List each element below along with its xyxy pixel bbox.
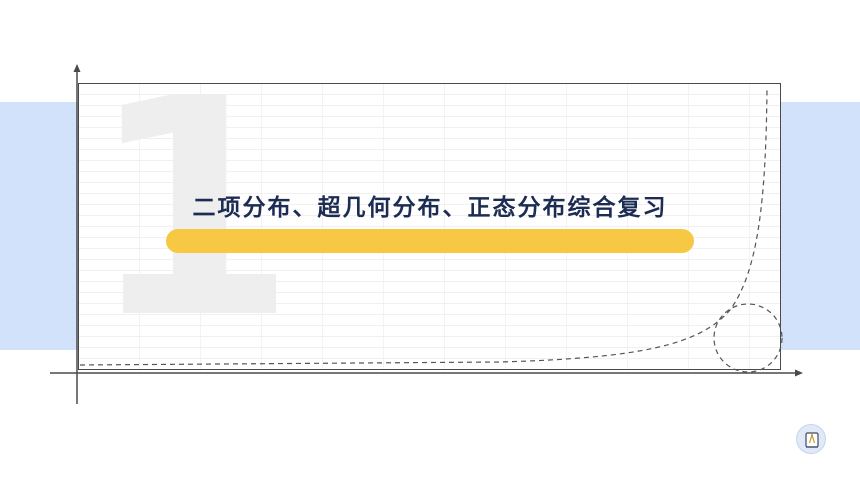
grid-panel [78, 83, 781, 370]
title-highlight-bar [166, 229, 694, 253]
slide-title: 二项分布、超几何分布、正态分布综合复习 [192, 195, 668, 221]
dashed-curve [79, 87, 768, 366]
y-axis-arrow-icon [73, 64, 81, 72]
x-axis-arrow-icon [795, 369, 803, 377]
book-compass-logo-icon [796, 424, 826, 454]
dashed-circle [713, 303, 783, 373]
decorative-numeral: 1 [88, 35, 297, 384]
